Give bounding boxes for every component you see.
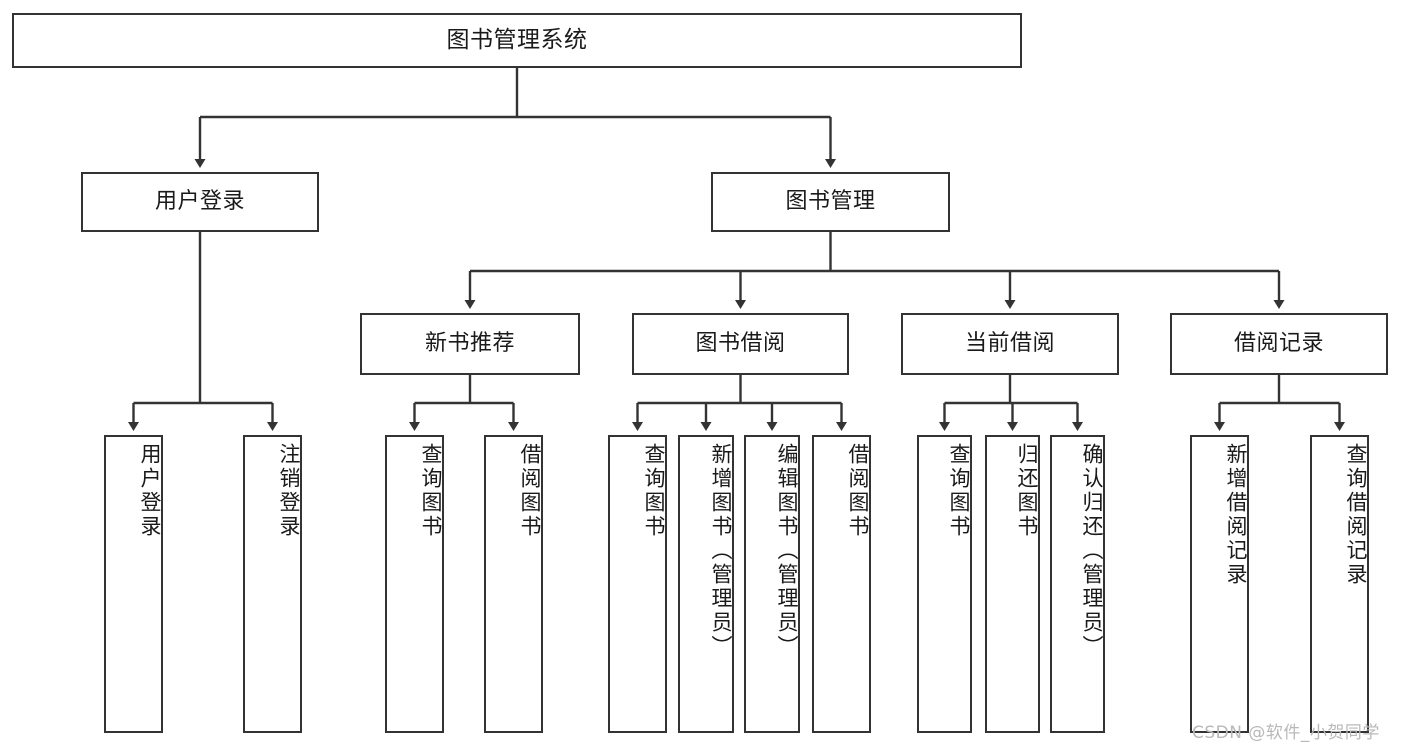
leaf-node-1-label: 注销登录 [277,443,301,539]
level2-node-0[interactable]: 用户登录 [81,172,319,232]
level3-node-3-label: 借阅记录 [1233,330,1324,356]
leaf-node-1[interactable]: 注销登录 [243,435,302,733]
leaf-node-5-label: 新增图书（管理员） [709,443,733,659]
level3-node-0-label: 新书推荐 [424,330,515,356]
leaf-node-3-label: 借阅图书 [518,443,542,539]
leaf-node-11[interactable]: 新增借阅记录 [1190,435,1249,733]
leaf-node-4[interactable]: 查询图书 [608,435,667,733]
leaf-node-9[interactable]: 归还图书 [985,435,1040,733]
leaf-node-6[interactable]: 编辑图书（管理员） [744,435,800,733]
leaf-node-9-label: 归还图书 [1015,443,1039,539]
level3-node-2[interactable]: 当前借阅 [901,313,1119,375]
leaf-node-7-label: 借阅图书 [846,443,870,539]
level2-node-1[interactable]: 图书管理 [711,172,950,232]
leaf-node-12[interactable]: 查询借阅记录 [1310,435,1369,733]
leaf-node-11-label: 新增借阅记录 [1224,443,1248,587]
root-node-book-management-system-label: 图书管理系统 [446,26,588,53]
leaf-node-10[interactable]: 确认归还（管理员） [1050,435,1105,733]
leaf-node-10-label: 确认归还（管理员） [1080,443,1104,659]
level2-node-1-label: 图书管理 [785,188,876,214]
leaf-node-7[interactable]: 借阅图书 [812,435,871,733]
leaf-node-8-label: 查询图书 [947,443,971,539]
leaf-node-0[interactable]: 用户登录 [104,435,163,733]
leaf-node-3[interactable]: 借阅图书 [484,435,543,733]
leaf-node-6-label: 编辑图书（管理员） [775,443,799,659]
leaf-node-4-label: 查询图书 [642,443,666,539]
leaf-node-2[interactable]: 查询图书 [385,435,444,733]
root-node-book-management-system[interactable]: 图书管理系统 [12,13,1022,68]
leaf-node-8[interactable]: 查询图书 [917,435,972,733]
leaf-node-5[interactable]: 新增图书（管理员） [678,435,734,733]
level3-node-2-label: 当前借阅 [964,330,1055,356]
level3-node-0[interactable]: 新书推荐 [360,313,580,375]
level2-node-0-label: 用户登录 [154,188,245,214]
level3-node-3[interactable]: 借阅记录 [1170,313,1388,375]
leaf-node-0-label: 用户登录 [138,443,162,539]
level3-node-1-label: 图书借阅 [695,330,786,356]
leaf-node-2-label: 查询图书 [419,443,443,539]
leaf-node-12-label: 查询借阅记录 [1344,443,1368,587]
level3-node-1[interactable]: 图书借阅 [632,313,849,375]
